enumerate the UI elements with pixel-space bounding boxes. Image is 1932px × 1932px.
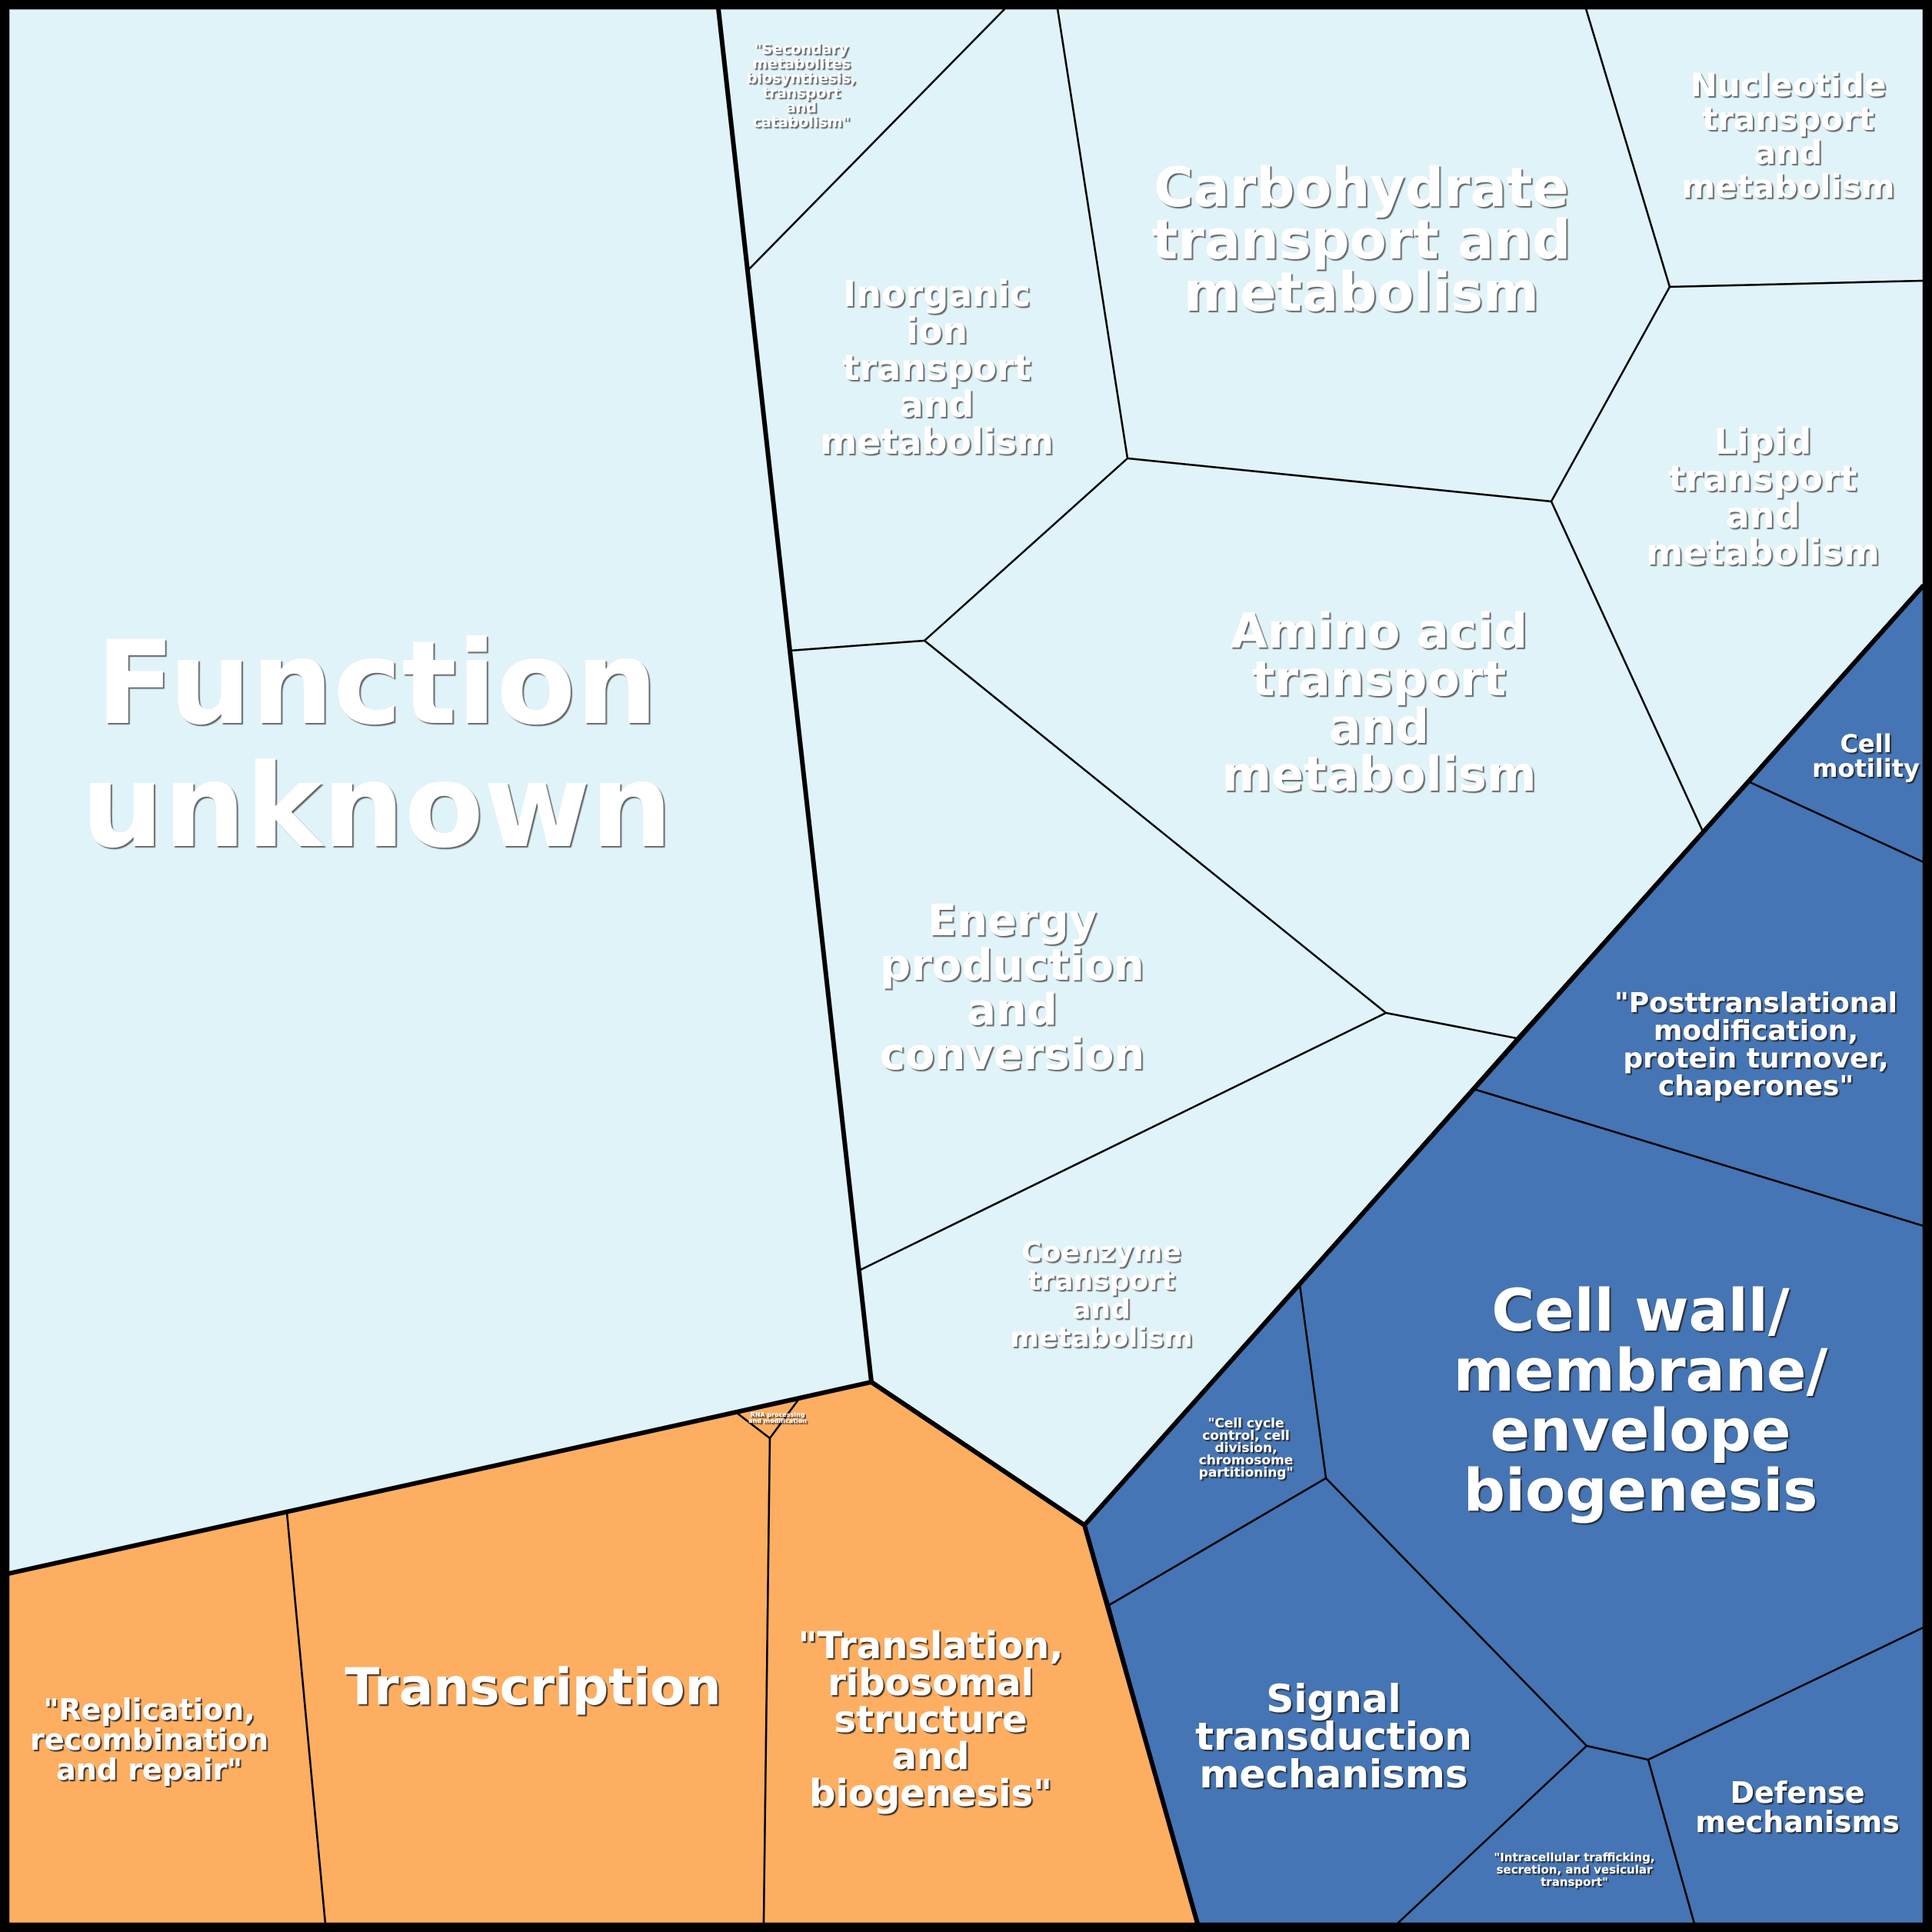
cell-label-line: transport (1668, 458, 1857, 499)
cell-label-line: Function (96, 617, 658, 751)
cell-label-line: chromosome (1199, 1453, 1294, 1468)
cell-label-line: "Translation, (798, 1624, 1064, 1667)
cell-label-line: Energy (928, 896, 1097, 946)
cell-label-line: and (1726, 495, 1800, 536)
cell-label-line: ribosomal (828, 1661, 1034, 1704)
cell-label-line: "Intracellular trafficking, (1494, 1850, 1654, 1864)
cell-label-line: Defense (1730, 1776, 1864, 1810)
cell-label-line: and modification (748, 1417, 807, 1424)
cell-label-line: ion (906, 310, 968, 351)
cell-label-line: and repair" (56, 1753, 242, 1787)
cell-label-line: production (880, 941, 1144, 991)
cell-label-line: chaperones" (1658, 1071, 1854, 1102)
cell-label-line: metabolites (752, 55, 851, 72)
cell-label-line: and (967, 985, 1058, 1035)
cell-label-line: transport (762, 85, 840, 102)
cell-label-line: transport" (1541, 1875, 1608, 1889)
cell-label-line: transport (842, 347, 1031, 388)
cell-label-line: Carbohydrate (1154, 156, 1569, 219)
cell-label-line: and (1329, 698, 1429, 754)
group-border-info (8, 1379, 1200, 1924)
cell-label-line: mechanisms (1199, 1752, 1467, 1797)
cell-label-line: secretion, and vesicular (1497, 1863, 1653, 1877)
cell-label-line: envelope (1491, 1396, 1791, 1464)
cell-label-line: metabolism (1646, 531, 1880, 573)
cell-label-line: conversion (880, 1030, 1145, 1080)
cell-label-line: recombination (30, 1723, 268, 1757)
cell-label: Transcription (345, 1657, 721, 1717)
cell-label-line: control, cell (1202, 1428, 1290, 1444)
cell-label-line: division, (1214, 1441, 1277, 1456)
cell-label-line: Cell wall/ (1491, 1276, 1789, 1344)
cell-label-line: Nucleotide (1690, 66, 1887, 104)
cell-label-line: modification, (1654, 1015, 1858, 1047)
cell-label-line: biogenesis" (809, 1772, 1052, 1815)
cell-label-line: structure (834, 1698, 1027, 1741)
cell-label-line: protein turnover, (1623, 1043, 1888, 1074)
cell-defense-mechanisms (1647, 1626, 1925, 1925)
cell-label-line: RNA processing (751, 1411, 805, 1418)
cell-label-line: "Posttranslational (1614, 988, 1897, 1019)
cell-label-line: unknown (82, 740, 673, 874)
cell-label-line: transport (1252, 651, 1506, 707)
cell-label-line: transport and (1152, 208, 1571, 271)
cell-label-line: Coenzyme (1021, 1237, 1181, 1268)
cell-label-line: "Replication, (43, 1693, 255, 1727)
cell-label-line: metabolism (1221, 746, 1536, 802)
cell-label-line: and (1754, 134, 1822, 172)
cell-label-line: Inorganic (843, 273, 1031, 315)
cell-label-line: Lipid (1714, 421, 1812, 462)
cell-label-line: transport (1702, 100, 1874, 138)
cell-label-line: and (900, 384, 974, 425)
cell-label-line: metabolism (820, 421, 1054, 462)
cell-label-line: transport (1028, 1265, 1175, 1297)
cell-label-line: transduction (1195, 1714, 1472, 1759)
cell-label: "Intracellular trafficking,secretion, an… (1494, 1850, 1654, 1889)
cell-label-line: motility (1812, 754, 1920, 783)
cell-label-line: metabolism (1010, 1322, 1193, 1354)
cell-label-line: biosynthesis, (747, 70, 856, 87)
cell-label-line: partitioning" (1199, 1465, 1294, 1481)
cell-label-line: and (892, 1735, 970, 1778)
cell-label-line: mechanisms (1695, 1805, 1900, 1839)
cell-label-line: membrane/ (1454, 1336, 1828, 1404)
cell-label-line: and (786, 99, 817, 116)
cell-label-line: and (1072, 1294, 1131, 1325)
cell-label-line: Cell (1840, 729, 1891, 758)
cell-label-line: metabolism (1184, 261, 1539, 324)
cell-label-line: Amino acid (1231, 603, 1527, 659)
cell-label-line: Signal (1266, 1677, 1401, 1721)
cell-label-line: catabolism" (753, 114, 851, 131)
cell-label-line: biogenesis (1464, 1456, 1818, 1524)
cell-label-line: "Cell cycle (1208, 1416, 1284, 1431)
cell-label-line: "Secondary (754, 41, 849, 58)
cell-label-line: Transcription (345, 1657, 721, 1717)
cell-label-line: metabolism (1681, 168, 1894, 205)
